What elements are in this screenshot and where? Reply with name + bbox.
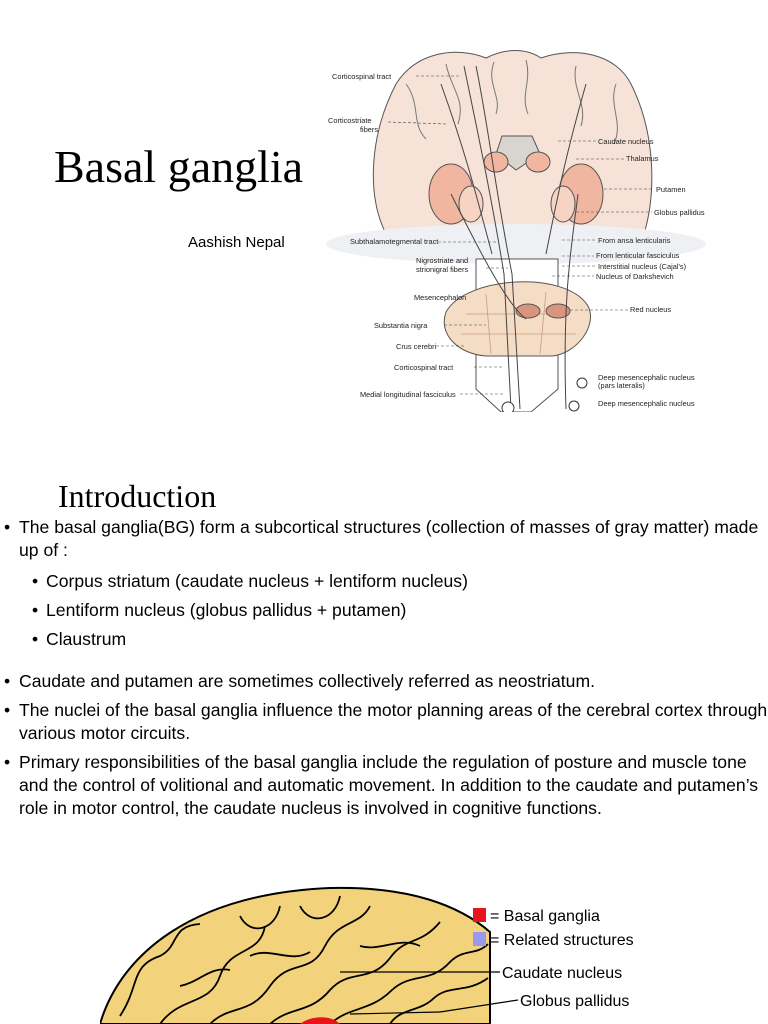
bullet-glyph: • — [32, 629, 39, 649]
label-subthalamotegmental-tract: Subthalamotegmental tract — [350, 237, 438, 246]
bullet-glyph: • — [4, 700, 11, 720]
label-from-lenticular-fasciculus: From lenticular fasciculus — [596, 251, 680, 260]
bullet-text: Claustrum — [46, 629, 127, 649]
legend-swatch-basal-ganglia — [473, 908, 486, 922]
label-mesencephalon: Mesencephalon — [414, 293, 466, 302]
label-nucleus-of-darkshevich: Nucleus of Darkshevich — [596, 272, 674, 281]
label-deep-mesencephalic-nucleus-2: Deep mesencephalic nucleus — [598, 399, 695, 408]
label-pars-lateralis: (pars lateralis) — [598, 381, 645, 390]
legend-related-structures: = Related structures — [490, 932, 634, 949]
label-globus-pallidus: Globus pallidus — [654, 208, 705, 217]
label-red-nucleus: Red nucleus — [630, 305, 671, 314]
bullet-text: Corpus striatum (caudate nucleus + lenti… — [46, 571, 468, 591]
label-caudate-nucleus: Caudate nucleus — [598, 137, 654, 146]
pathways-diagram: Corticospinal tract Corticostriate fiber… — [326, 50, 706, 412]
legend-swatch-related-structures — [473, 932, 486, 946]
bullet-glyph: • — [4, 671, 11, 691]
slide-title: Basal ganglia — [54, 141, 304, 192]
bullet-item: • The nuclei of the basal ganglia influe… — [0, 699, 768, 745]
label-putamen: Putamen — [656, 185, 686, 194]
label-corticospinal-tract-lower: Corticospinal tract — [394, 363, 453, 372]
introduction-heading: Introduction — [58, 478, 217, 514]
bullet-item: • Primary responsibilities of the basal … — [0, 751, 768, 820]
bullet-text: Caudate and putamen are sometimes collec… — [19, 671, 595, 691]
sub-bullet-item: • Lentiform nucleus (globus pallidus + p… — [0, 599, 768, 622]
bullet-text: Lentiform nucleus (globus pallidus + put… — [46, 600, 407, 620]
author-name: Aashish Nepal — [188, 234, 285, 251]
label-thalamus: Thalamus — [626, 154, 659, 163]
brain-diagram: = Basal ganglia = Related structures Cau… — [100, 886, 634, 1024]
label-corticostriate: Corticostriate — [328, 116, 372, 125]
label-interstitial-nucleus: Interstitial nucleus (Cajal's) — [598, 262, 686, 271]
bullet-item: • The basal ganglia(BG) form a subcortic… — [0, 516, 768, 562]
introduction-bullets: • The basal ganglia(BG) form a subcortic… — [0, 516, 768, 820]
label-globus-pallidus: Globus pallidus — [520, 993, 629, 1010]
label-fibers: fibers — [360, 125, 378, 134]
sub-bullet-item: • Corpus striatum (caudate nucleus + len… — [0, 570, 768, 593]
bullet-glyph: • — [4, 517, 11, 537]
bullet-glyph: • — [4, 752, 11, 772]
label-corticospinal-tract: Corticospinal tract — [332, 72, 391, 81]
label-caudate-nucleus: Caudate nucleus — [502, 965, 622, 982]
bullet-glyph: • — [32, 600, 39, 620]
label-nigrostriate: Nigrostriate and — [416, 256, 468, 265]
label-deep-mesencephalic-nucleus: Deep mesencephalic nucleus — [598, 373, 695, 382]
bullet-text: Primary responsibilities of the basal ga… — [19, 752, 759, 818]
bullet-glyph: • — [32, 571, 39, 591]
label-substantia-nigra: Substantia nigra — [374, 321, 428, 330]
label-from-ansa-lenticularis: From ansa lenticularis — [598, 236, 671, 245]
label-crus-cerebri: Crus cerebri — [396, 342, 437, 351]
basal-ganglia-pathways-figure: Corticospinal tract Corticostriate fiber… — [326, 44, 720, 412]
legend-basal-ganglia: = Basal ganglia — [490, 908, 600, 925]
sub-bullet-item: • Claustrum — [0, 628, 768, 651]
bullet-text: The basal ganglia(BG) form a subcortical… — [19, 517, 759, 560]
bullet-text: The nuclei of the basal ganglia influenc… — [19, 700, 768, 743]
basal-ganglia-brain-figure: = Basal ganglia = Related structures Cau… — [100, 886, 660, 1024]
label-medial-longitudinal-fasciculus: Medial longitudinal fasciculus — [360, 390, 456, 399]
bullet-item: • Caudate and putamen are sometimes coll… — [0, 670, 768, 693]
label-strionigral-fibers: strionigral fibers — [416, 265, 468, 274]
